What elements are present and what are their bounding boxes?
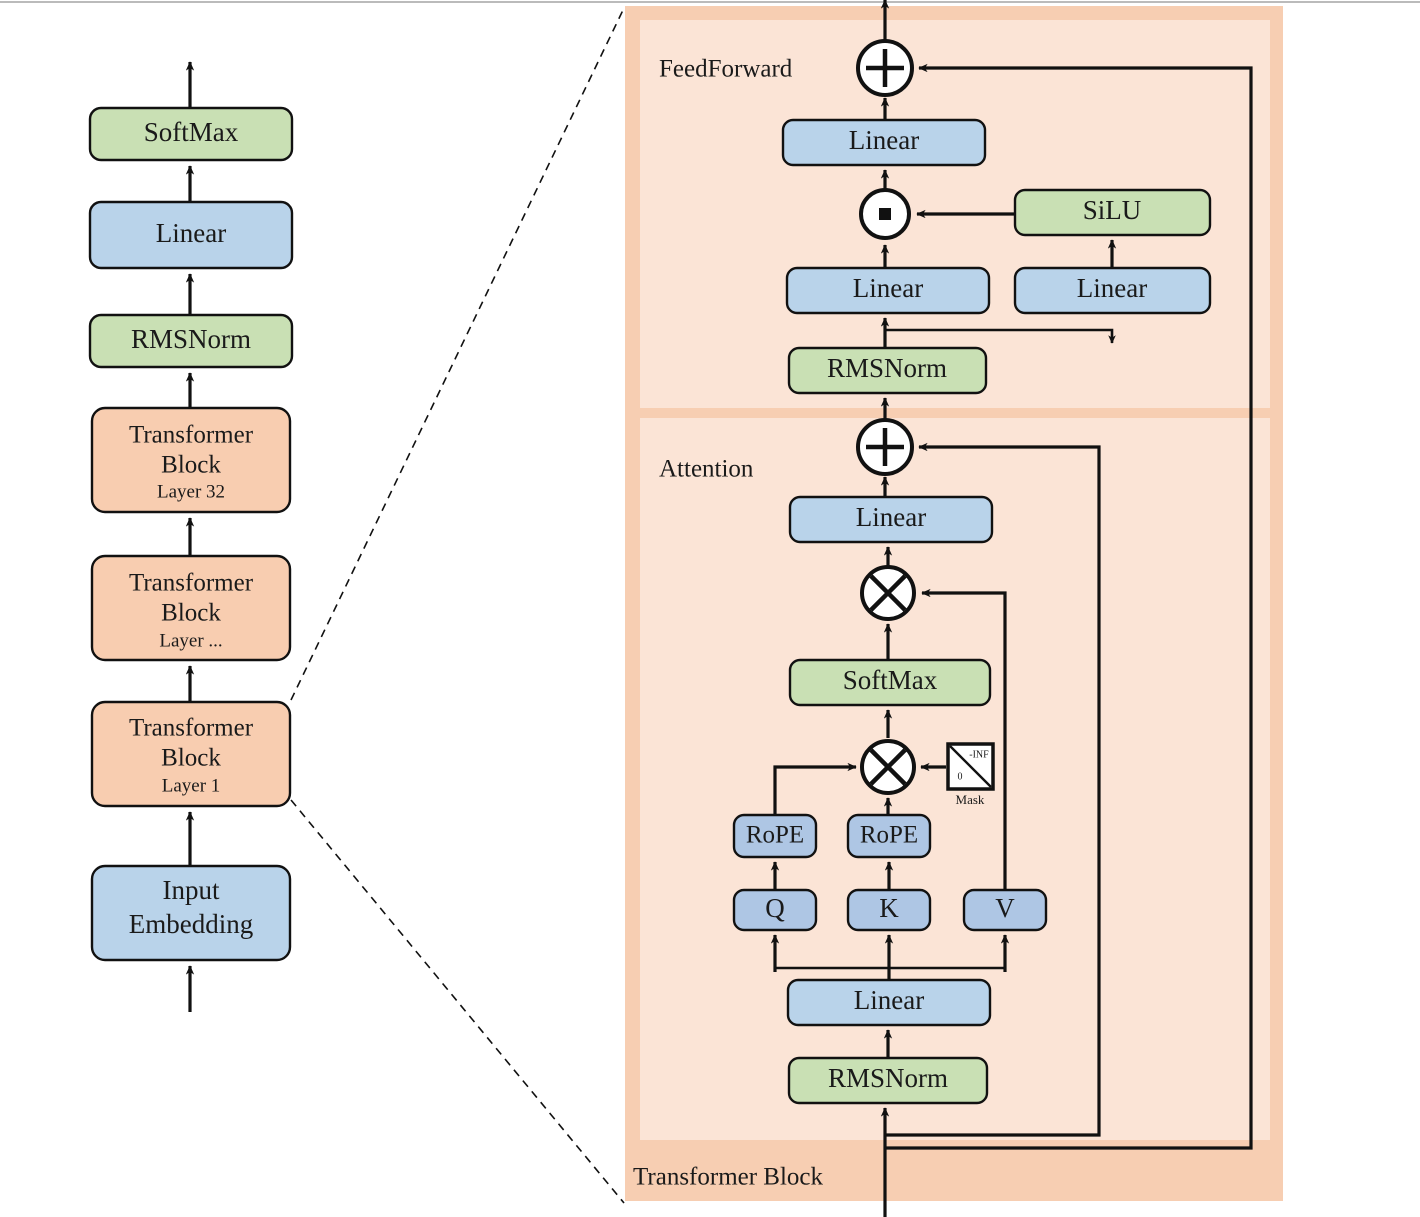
mask-upper-value: -INF <box>969 749 989 760</box>
node-ff-rmsnorm[interactable]: RMSNorm <box>787 346 988 395</box>
op-feedforward-elementwise-multiply[interactable] <box>859 188 911 240</box>
mask-caption: Mask <box>956 792 985 807</box>
node-blockdots-line2: Block <box>161 600 221 627</box>
node-attn-linear-qkv[interactable]: Linear <box>786 978 992 1027</box>
node-softmax[interactable]: SoftMax <box>88 106 294 162</box>
node-attn-rmsnorm-label: RMSNorm <box>828 1063 948 1093</box>
detail-panel-footer-label: Transformer Block <box>633 1164 824 1191</box>
node-attn-linear-out-label: Linear <box>856 502 926 532</box>
op-attention-matmul-value[interactable] <box>860 565 916 621</box>
residual-feedforward-path <box>885 63 1253 1150</box>
node-rope-k-label: RoPE <box>860 822 918 849</box>
node-softmax-label: SoftMax <box>144 117 239 147</box>
node-rope-q-label: RoPE <box>746 822 804 849</box>
node-attn-softmax[interactable]: SoftMax <box>788 658 992 707</box>
node-ff-silu[interactable]: SiLU <box>1013 188 1212 237</box>
callout-line-upper <box>290 7 625 701</box>
attention-panel-label: Attention <box>659 456 754 483</box>
node-block32-line2: Block <box>161 452 221 479</box>
node-q[interactable]: Q <box>732 888 818 932</box>
node-attention-mask[interactable]: -INF 0 Mask <box>946 742 995 807</box>
node-rmsnorm-label: RMSNorm <box>131 324 251 354</box>
node-blockdots-sublabel: Layer ... <box>159 630 222 651</box>
node-ff-rmsnorm-label: RMSNorm <box>827 353 947 383</box>
node-rope-k[interactable]: RoPE <box>846 813 932 859</box>
node-q-label: Q <box>765 893 785 923</box>
node-inputemb-line2: Embedding <box>129 909 253 939</box>
node-transformer-block-layer-dots[interactable]: Transformer Block Layer ... <box>90 554 292 662</box>
node-v-label: V <box>995 893 1015 923</box>
op-attention-add[interactable] <box>856 418 914 476</box>
model-overview-stack: SoftMax Linear RMSNorm Transformer Block… <box>88 61 294 1012</box>
node-ff-linear-out-label: Linear <box>849 125 919 155</box>
callout-line-lower <box>290 799 625 1204</box>
node-block32-line1: Transformer <box>129 422 254 449</box>
node-block1-line2: Block <box>161 745 221 772</box>
mask-lower-value: 0 <box>958 771 963 782</box>
node-ff-linear-up[interactable]: Linear <box>1013 266 1212 315</box>
feedforward-panel-label: FeedForward <box>659 56 793 83</box>
node-rmsnorm[interactable]: RMSNorm <box>88 313 294 369</box>
node-attn-linear-out[interactable]: Linear <box>788 495 994 544</box>
node-attn-softmax-label: SoftMax <box>843 665 938 695</box>
node-ff-linear-up-label: Linear <box>1077 273 1147 303</box>
node-rope-q[interactable]: RoPE <box>732 813 818 859</box>
node-v[interactable]: V <box>962 888 1048 932</box>
residual-attention-path <box>885 442 1101 1137</box>
node-k[interactable]: K <box>846 888 932 932</box>
node-ff-linear-gate-label: Linear <box>853 273 923 303</box>
node-k-label: K <box>879 893 899 923</box>
node-linear[interactable]: Linear <box>88 200 294 270</box>
node-blockdots-line1: Transformer <box>129 570 254 597</box>
wire-rope-q-to-matmul <box>773 762 857 815</box>
node-ff-linear-out[interactable]: Linear <box>781 118 987 167</box>
node-ff-linear-gate[interactable]: Linear <box>785 266 991 315</box>
op-attention-matmul-qk[interactable] <box>860 739 916 795</box>
wire-v-to-matmul <box>921 588 1007 893</box>
node-transformer-block-layer-1[interactable]: Transformer Block Layer 1 <box>90 700 292 808</box>
node-ff-silu-label: SiLU <box>1083 195 1142 225</box>
node-attn-rmsnorm[interactable]: RMSNorm <box>787 1056 989 1105</box>
node-attn-linear-qkv-label: Linear <box>854 985 924 1015</box>
node-inputemb-line1: Input <box>163 875 220 905</box>
node-block1-line1: Transformer <box>129 715 254 742</box>
transformer-block-detail: FeedForward Attention Linear <box>625 0 1283 1217</box>
node-block32-sublabel: Layer 32 <box>157 481 225 502</box>
dot-product-glyph <box>879 208 891 220</box>
op-feedforward-add[interactable] <box>856 39 914 97</box>
node-block1-sublabel: Layer 1 <box>162 775 221 796</box>
node-linear-label: Linear <box>156 218 226 248</box>
node-transformer-block-layer-32[interactable]: Transformer Block Layer 32 <box>90 406 292 514</box>
node-input-embedding[interactable]: Input Embedding <box>90 864 292 962</box>
